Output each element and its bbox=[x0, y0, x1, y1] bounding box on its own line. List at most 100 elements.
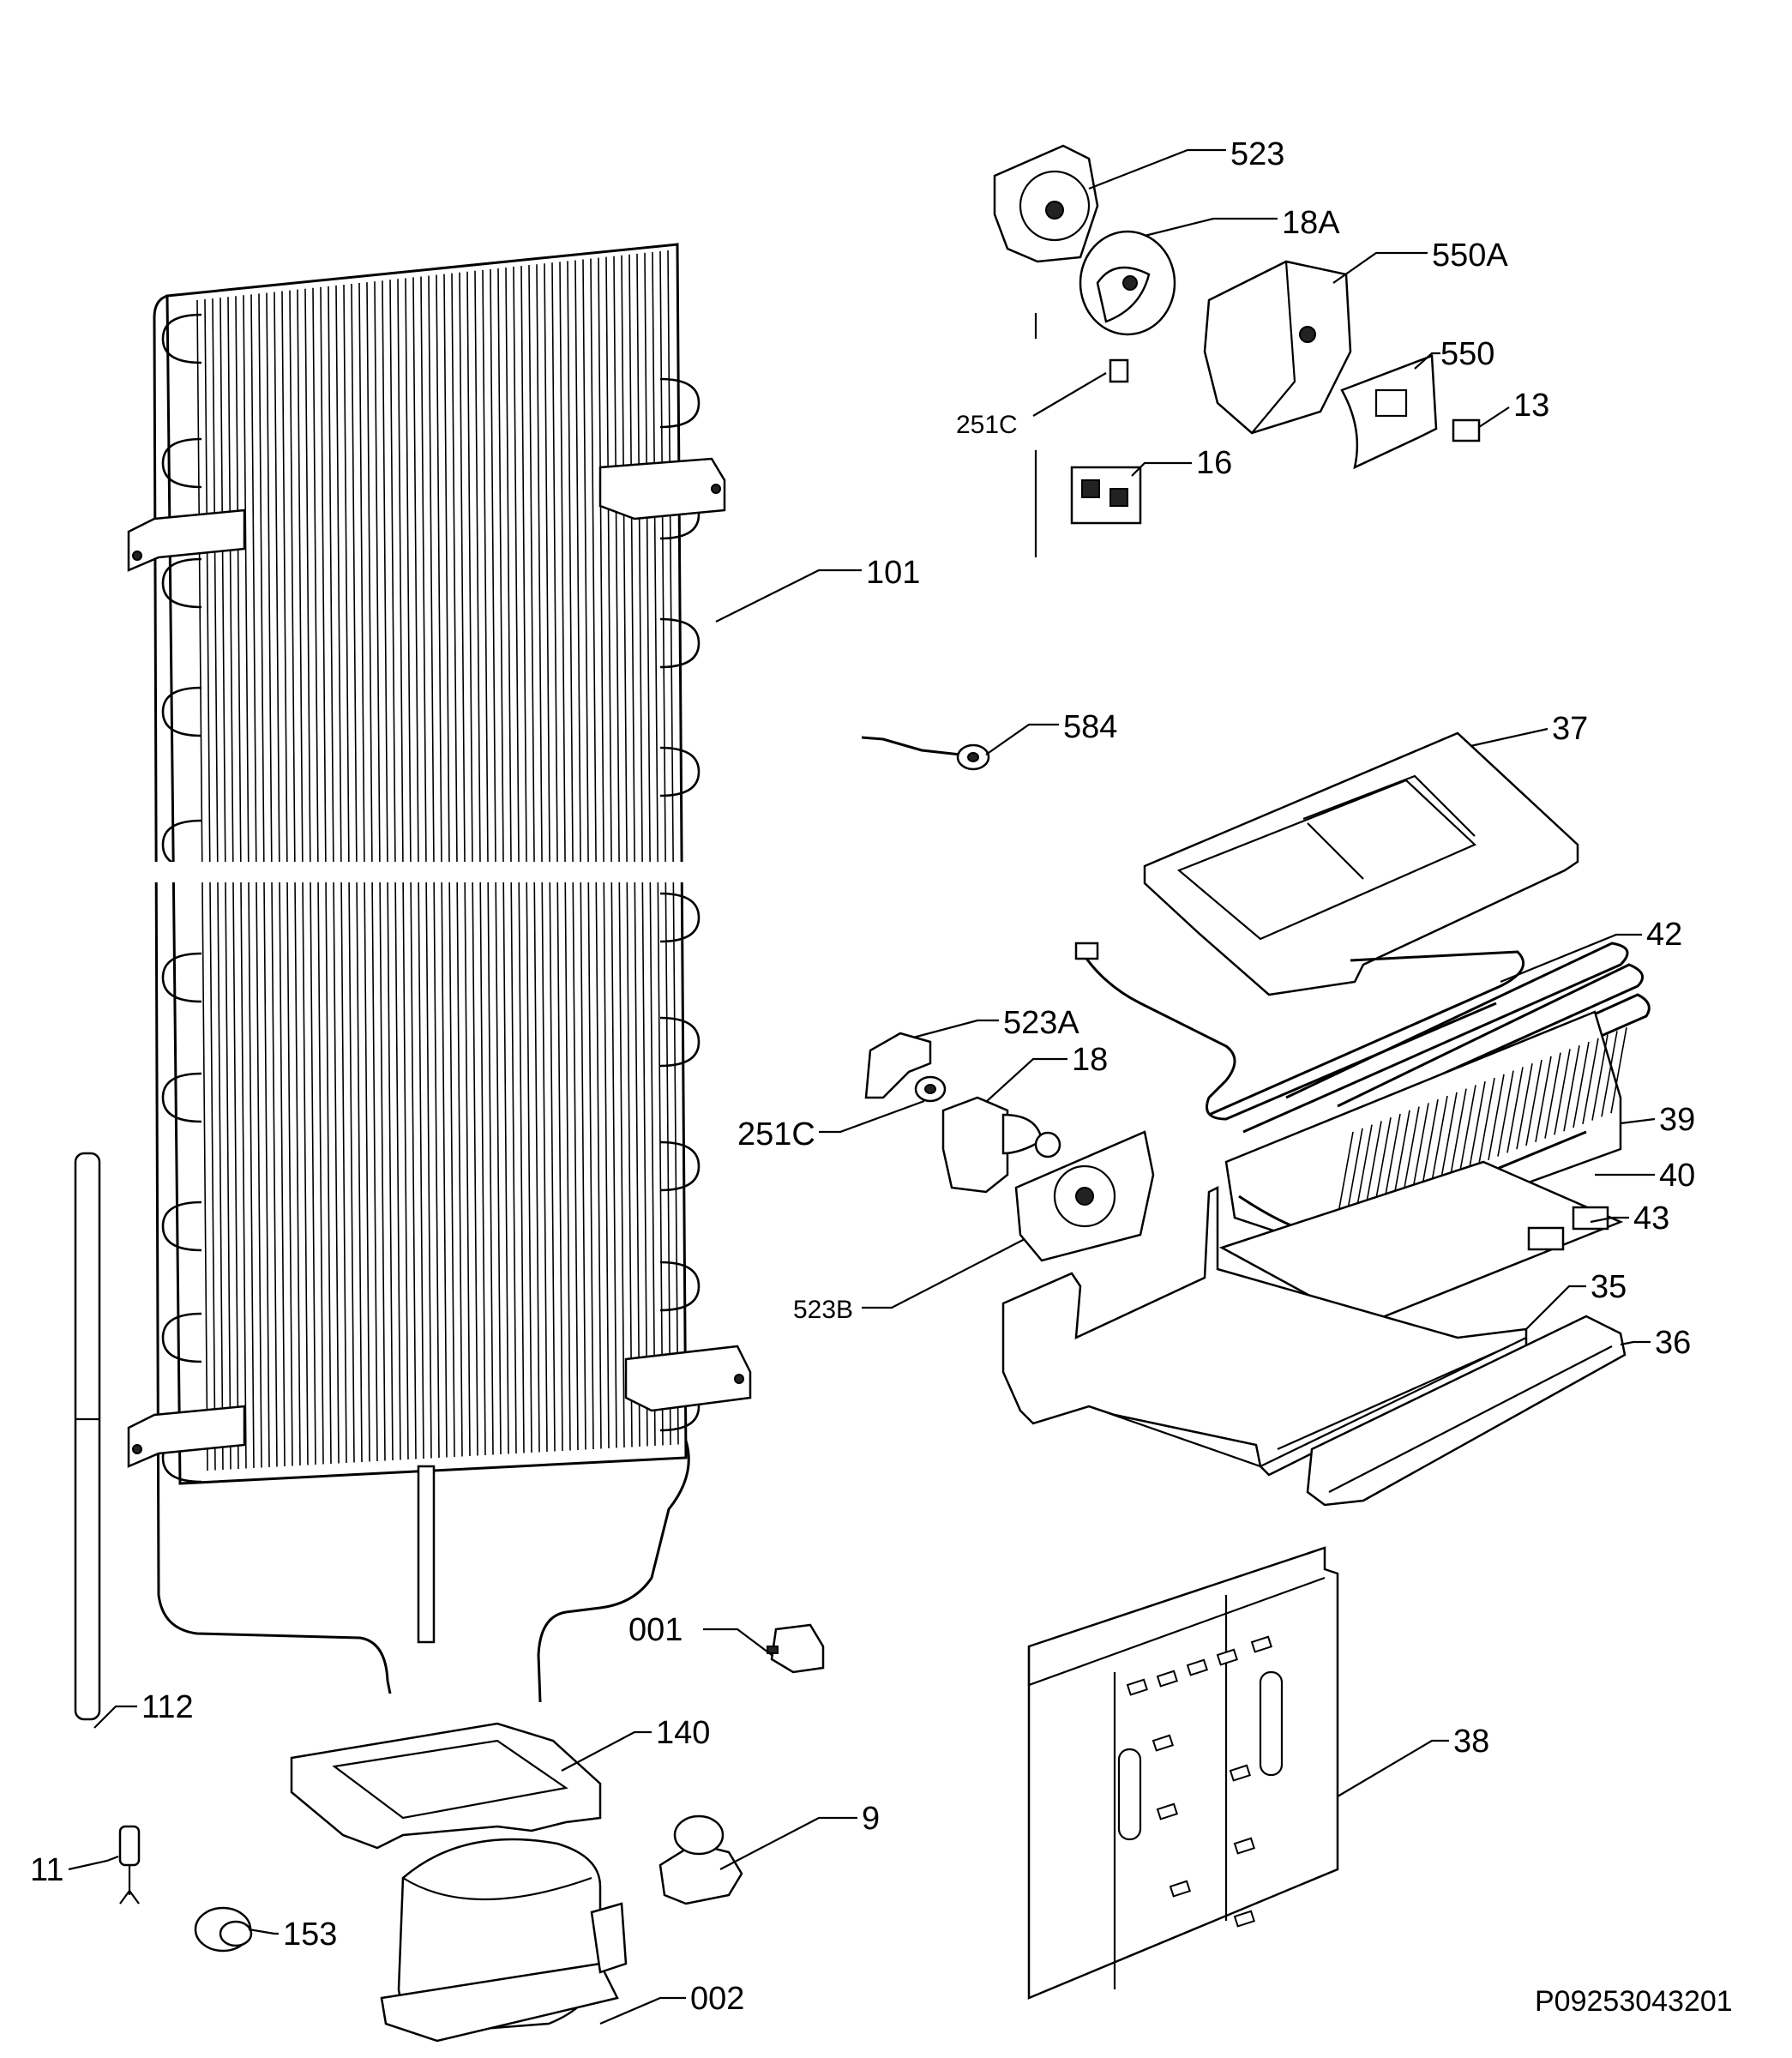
drain-tube bbox=[74, 1152, 101, 1721]
condenser-loop bbox=[659, 1140, 701, 1192]
thermostat-housing-550a bbox=[1203, 260, 1352, 435]
label-001: 001 bbox=[628, 1612, 683, 1648]
condenser-rod bbox=[574, 260, 586, 1450]
evaporator-fin bbox=[1573, 1041, 1590, 1128]
condenser-loop bbox=[161, 952, 202, 1003]
evaporator-fin bbox=[1554, 1049, 1571, 1135]
panel-slot bbox=[1216, 1648, 1238, 1666]
evaporator-fin bbox=[1563, 1045, 1580, 1132]
condenser-rod bbox=[536, 264, 548, 1453]
condenser-rod bbox=[628, 254, 640, 1447]
condenser-rod bbox=[598, 257, 610, 1449]
evaporator-fin bbox=[1346, 1128, 1363, 1214]
clip-43 bbox=[1527, 1206, 1609, 1251]
callout-labels: 523 18A 550A 550 251C 13 16 101 584 37 4… bbox=[30, 136, 1733, 2018]
condenser-rod bbox=[667, 250, 679, 1445]
condenser-loop bbox=[659, 1261, 701, 1312]
condenser-loop bbox=[161, 686, 202, 737]
label-112: 112 bbox=[141, 1689, 194, 1725]
condenser-loop bbox=[659, 617, 701, 669]
label-43: 43 bbox=[1633, 1200, 1669, 1237]
label-9: 9 bbox=[862, 1801, 880, 1837]
switch-13 bbox=[1452, 418, 1481, 442]
label-37: 37 bbox=[1552, 711, 1588, 747]
condenser-loop bbox=[659, 746, 701, 797]
panel-slot bbox=[1229, 1764, 1251, 1782]
condenser-rod bbox=[204, 299, 216, 1471]
evaporator-fin bbox=[1488, 1074, 1505, 1160]
condenser-loop bbox=[161, 557, 202, 609]
label-101: 101 bbox=[866, 555, 920, 591]
rear-panel-38 bbox=[1027, 1546, 1339, 2000]
condenser-rod bbox=[528, 265, 540, 1453]
evaporator-cover-37 bbox=[1143, 731, 1579, 996]
document-code: P09253043201 bbox=[1535, 1985, 1733, 2018]
label-523b: 523B bbox=[793, 1296, 853, 1324]
evaporator-fin bbox=[1544, 1052, 1561, 1139]
evaporator-fin bbox=[1412, 1103, 1429, 1189]
evaporator-fin bbox=[1384, 1113, 1401, 1200]
condenser-loop bbox=[161, 1200, 202, 1252]
panel-slot bbox=[1186, 1658, 1208, 1676]
condenser-loop bbox=[161, 313, 202, 364]
label-18: 18 bbox=[1072, 1042, 1108, 1078]
label-38: 38 bbox=[1453, 1724, 1489, 1760]
grommet-153 bbox=[194, 1906, 253, 1953]
label-13: 13 bbox=[1513, 388, 1549, 424]
damper-251c-top bbox=[1109, 358, 1129, 383]
condenser-rod bbox=[613, 256, 625, 1448]
condenser-loop bbox=[659, 1016, 701, 1068]
grommet-251c bbox=[914, 1075, 947, 1103]
evaporator-fin bbox=[1469, 1081, 1486, 1168]
condenser-rod bbox=[490, 268, 502, 1455]
panel-slot bbox=[1233, 1910, 1255, 1928]
condenser-loop bbox=[659, 377, 701, 429]
panel-slot bbox=[1126, 1678, 1148, 1696]
condenser-loop bbox=[161, 437, 202, 489]
evaporator-fin bbox=[1506, 1067, 1524, 1153]
evaporator-fin bbox=[1497, 1070, 1514, 1157]
condenser-rod bbox=[196, 299, 208, 1471]
evaporator-fin bbox=[1591, 1034, 1609, 1121]
condenser-rod bbox=[219, 298, 232, 1470]
switch-16 bbox=[1070, 466, 1142, 525]
evaporator-fin bbox=[1374, 1117, 1392, 1204]
compressor-002 bbox=[380, 1838, 628, 2043]
condenser-loop bbox=[161, 819, 202, 870]
compressor-mount-140 bbox=[290, 1722, 602, 1850]
label-251c-top: 251C bbox=[956, 411, 1018, 439]
condenser-rod bbox=[559, 262, 571, 1451]
sensor-584 bbox=[861, 736, 990, 771]
panel-slot bbox=[1156, 1670, 1178, 1688]
condenser-coil bbox=[127, 243, 752, 1703]
panel-slot bbox=[1250, 1635, 1272, 1653]
fan-shroud-523b bbox=[1014, 1130, 1155, 1262]
condenser-rod bbox=[590, 258, 602, 1449]
condenser-rod bbox=[497, 268, 509, 1454]
condenser-loop bbox=[161, 1072, 202, 1123]
evaporator-fin bbox=[1356, 1124, 1373, 1211]
condenser-rod bbox=[544, 263, 556, 1452]
evaporator-fin bbox=[1601, 1031, 1618, 1117]
condenser-rod bbox=[212, 298, 224, 1471]
label-16: 16 bbox=[1196, 445, 1232, 481]
condenser-rod bbox=[227, 297, 239, 1470]
label-40: 40 bbox=[1659, 1158, 1695, 1194]
rail-36 bbox=[1306, 1315, 1627, 1507]
evaporator-fin bbox=[1365, 1121, 1382, 1207]
thermostat-cover-550 bbox=[1340, 354, 1438, 470]
label-584: 584 bbox=[1063, 709, 1117, 745]
label-18a: 18A bbox=[1282, 205, 1340, 241]
condenser-rod bbox=[505, 267, 517, 1454]
panel-slot bbox=[1152, 1734, 1174, 1752]
condenser-loop bbox=[659, 892, 701, 943]
evaporator-fin bbox=[1422, 1099, 1439, 1186]
label-550a: 550A bbox=[1432, 238, 1508, 274]
label-002: 002 bbox=[690, 1981, 744, 2017]
evaporator-fin bbox=[1393, 1110, 1410, 1196]
panel-slot bbox=[1156, 1802, 1178, 1820]
relay-9 bbox=[658, 1814, 743, 1905]
label-153: 153 bbox=[283, 1917, 337, 1953]
fan-motor-18a bbox=[1079, 230, 1176, 336]
